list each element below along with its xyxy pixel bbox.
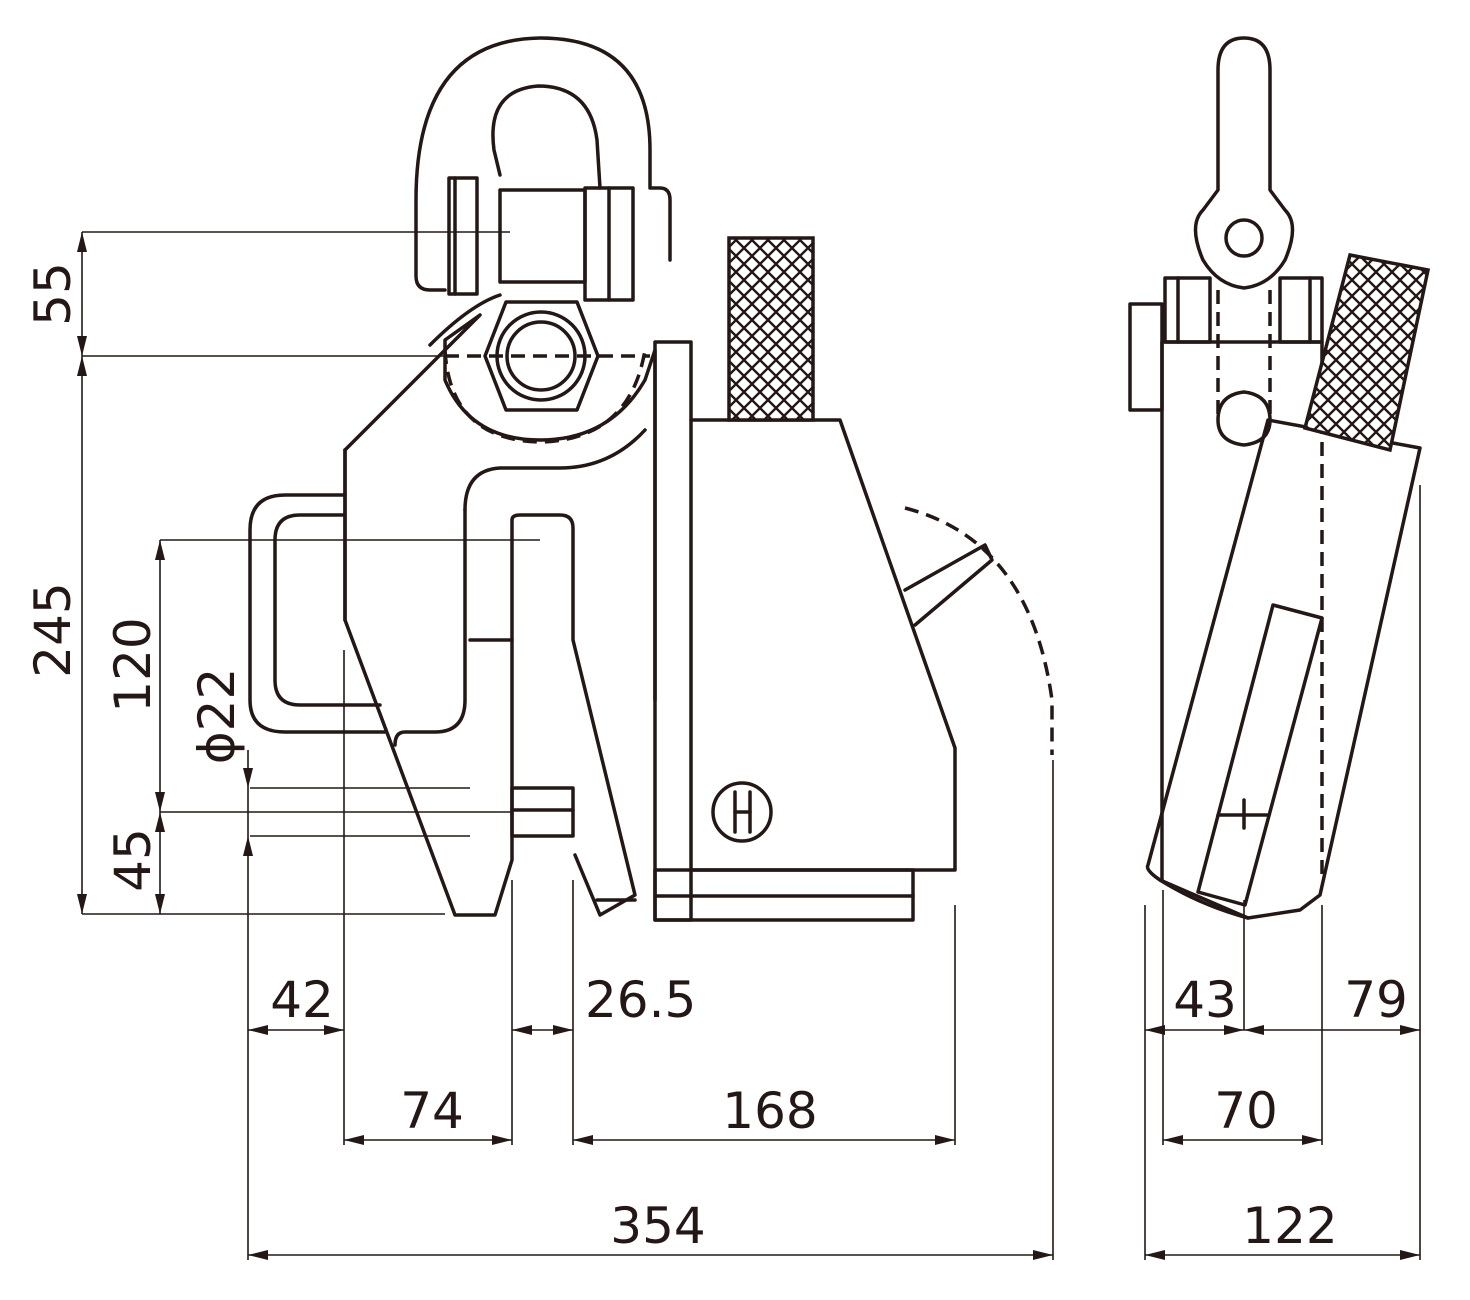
dim-label-55: 55 [24, 262, 82, 326]
dim-label-79: 79 [1344, 971, 1408, 1029]
wedge-lever [903, 543, 994, 627]
dim-label-245: 245 [24, 582, 82, 677]
side-view [1128, 36, 1431, 920]
dim-label-70: 70 [1214, 1082, 1278, 1140]
pin-inner [505, 320, 577, 392]
side-lug [1128, 302, 1164, 412]
dim-label-43: 43 [1173, 971, 1237, 1029]
screw-head [711, 781, 773, 843]
dim-label-74: 74 [400, 1082, 464, 1140]
side-handle-eye [1224, 218, 1264, 258]
dim-label-120: 120 [104, 617, 162, 712]
shackle-plate-left [447, 176, 479, 296]
dimension-labels: 55 245 120 ϕ22 45 42 26.5 74 168 354 43 … [24, 262, 1408, 1255]
side-sling-hatched [1302, 252, 1431, 453]
side-jaw-slot [1196, 603, 1324, 907]
main-body [343, 313, 657, 702]
shackle-pin-body [498, 188, 587, 284]
shackle-inner [491, 84, 602, 190]
shackle-outer [414, 36, 672, 292]
dim-label-122: 122 [1242, 1197, 1337, 1255]
dim-label-354: 354 [610, 1197, 705, 1255]
side-handle [1193, 36, 1295, 290]
pivot-circle-dashed [443, 349, 647, 444]
dim-label-168: 168 [722, 1082, 817, 1140]
sling-hatched [727, 236, 815, 422]
jaw-arm [343, 448, 637, 917]
front-view [248, 36, 1054, 922]
swing-arc [904, 506, 1054, 755]
bottom-pin [510, 786, 575, 838]
handle-loop [248, 493, 387, 734]
housing [689, 418, 957, 872]
dimension-lines [77, 231, 1421, 1260]
dim-label-42: 42 [270, 971, 334, 1029]
vertical-plate [653, 340, 693, 922]
dim-label-phi22: ϕ22 [188, 668, 246, 765]
hex-nut [483, 300, 600, 412]
dim-label-45: 45 [104, 828, 162, 892]
side-jaw [1145, 418, 1422, 920]
dim-label-26-5: 26.5 [585, 971, 696, 1029]
